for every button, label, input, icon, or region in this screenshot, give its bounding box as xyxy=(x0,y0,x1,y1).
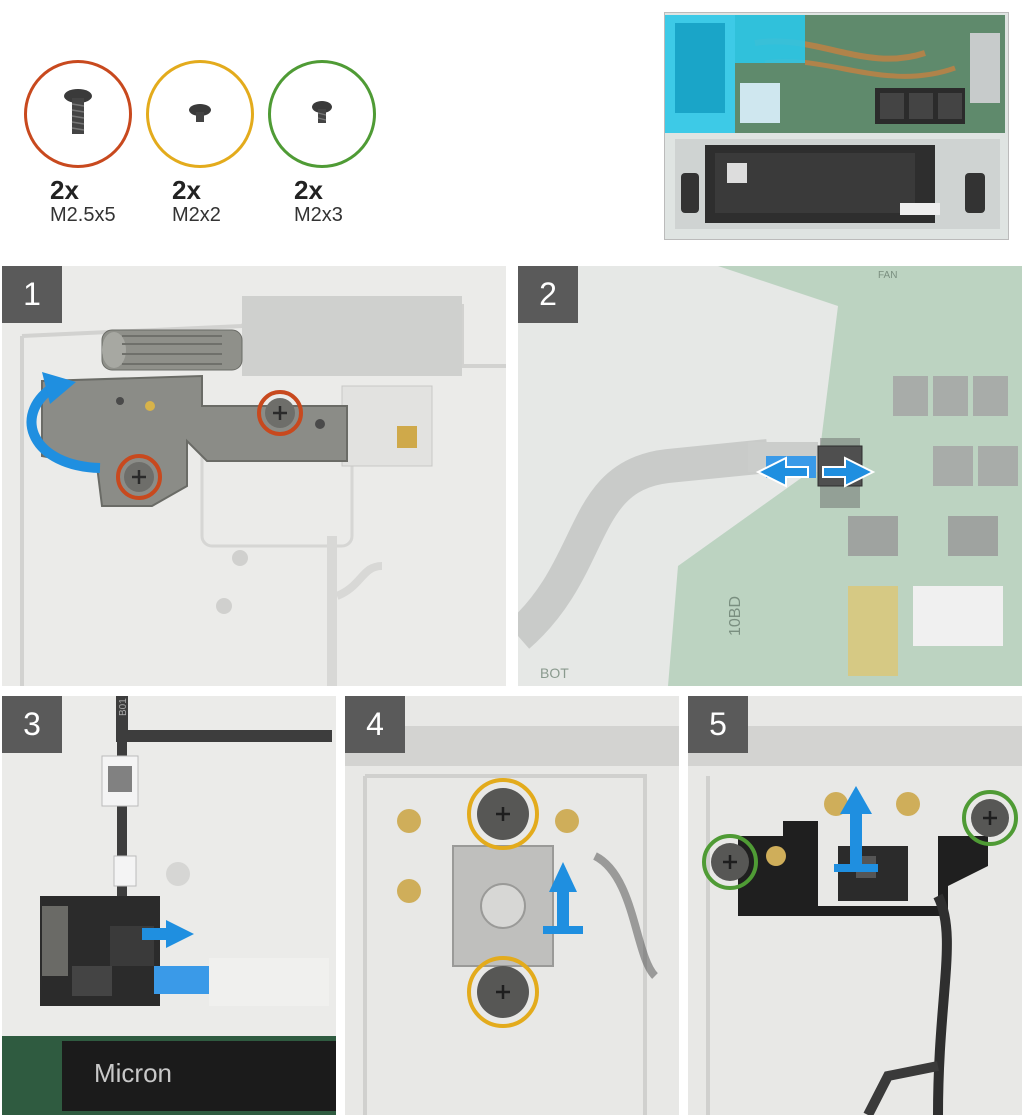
ssd-brand: Micron xyxy=(94,1058,172,1088)
step-2-illustration: FAN BOT 10BD xyxy=(518,266,1022,686)
step-1-panel: 1 xyxy=(2,266,506,686)
laptop-overview-image xyxy=(664,12,1009,240)
screw-medium-icon xyxy=(312,101,332,123)
screw-size: M2x3 xyxy=(294,204,343,226)
lift-arrow-icon xyxy=(549,862,577,926)
screw-short-icon xyxy=(189,104,211,122)
step-2-panel: 2 FAN BOT 10BD xyxy=(518,266,1022,686)
step-3-illustration: B01 Micron xyxy=(2,696,336,1115)
arrow-right-icon xyxy=(142,920,194,948)
cable-tag: B01 xyxy=(118,698,129,716)
step-number: 3 xyxy=(2,696,62,753)
arrow-left-icon xyxy=(755,456,809,488)
screw-count: 2x xyxy=(172,175,201,205)
step-number: 5 xyxy=(688,696,748,753)
board-label-bot: BOT xyxy=(540,665,569,681)
step-number: 1 xyxy=(2,266,62,323)
step-5-illustration xyxy=(688,696,1022,1115)
step-1-illustration xyxy=(2,266,506,686)
step-5-panel: 5 xyxy=(688,696,1022,1115)
screw-legend-m2x2: 2x M2x2 xyxy=(140,60,260,226)
board-label-fan: FAN xyxy=(878,270,897,281)
screw-count: 2x xyxy=(294,175,323,205)
screw-ring-orange xyxy=(24,60,132,168)
step-4-illustration xyxy=(345,696,679,1115)
lift-base-icon xyxy=(834,864,878,872)
screw-long-icon xyxy=(64,89,92,134)
step-number: 4 xyxy=(345,696,405,753)
screw-count: 2x xyxy=(50,175,79,205)
lift-arrow-icon xyxy=(840,786,872,864)
screw-ring-yellow xyxy=(146,60,254,168)
board-label-code: 10BD xyxy=(727,596,744,636)
arrow-right-icon xyxy=(822,456,876,488)
screw-legend-m2-5x5: 2x M2.5x5 xyxy=(18,60,138,226)
rotate-arrow-icon xyxy=(42,372,76,404)
lift-base-icon xyxy=(543,926,583,934)
step-4-panel: 4 xyxy=(345,696,679,1115)
step-number: 2 xyxy=(518,266,578,323)
screw-size: M2x2 xyxy=(172,204,221,226)
screw-ring-green xyxy=(268,60,376,168)
screw-legend-m2x3: 2x M2x3 xyxy=(262,60,382,226)
step-3-panel: 3 B01 Micron xyxy=(2,696,336,1115)
screw-size: M2.5x5 xyxy=(50,204,116,226)
